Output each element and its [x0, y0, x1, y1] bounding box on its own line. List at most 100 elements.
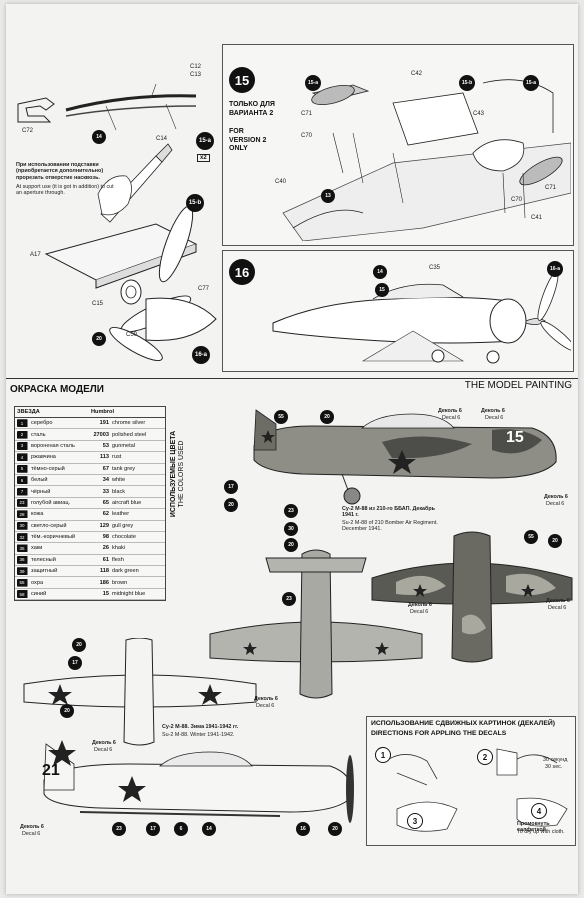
color-name-ru: охра	[31, 579, 44, 586]
part-label: C77	[198, 286, 210, 292]
color-name-ru: тёмно-серый	[31, 465, 65, 472]
decal-step-3: 3	[407, 813, 423, 829]
humbrol-code: 98	[102, 534, 109, 541]
color-name-ru: тём.-коричневый	[31, 534, 76, 541]
step-15-title-en: FOR VERSION 2 ONLY	[229, 128, 267, 152]
part-label: C71	[545, 185, 557, 191]
color-name-en: chocolate	[112, 534, 136, 541]
paint-badge: 13	[321, 189, 335, 203]
humbrol-code: 61	[102, 556, 109, 563]
step-tag-16a: 16-a	[192, 346, 210, 364]
painting-title-en: THE MODEL PAINTING	[464, 380, 572, 391]
stand-note-en: At support use (it is got in addition) t…	[16, 184, 114, 197]
star-marker: 2	[16, 430, 28, 439]
color-name-en: midnight blue	[112, 591, 146, 598]
part-label: C42	[411, 71, 423, 77]
part-label: C71	[301, 111, 313, 117]
scheme1-caption-ru: Су-2 М-88 из 210-го ББАП. Декабрь 1941 г…	[342, 506, 435, 519]
paint-badge: 20	[60, 704, 74, 718]
decal-directions-title-en: DIRECTIONS FOR APPLING THE DECALS	[371, 730, 507, 737]
decal-directions-panel: ИСПОЛЬЗОВАНИЕ СДВИЖНЫХ КАРТИНОК (ДЕКАЛЕЙ…	[366, 716, 576, 846]
part-label: C70	[511, 197, 523, 203]
step-16-panel: 16 C35 14 15 16-a	[222, 250, 574, 372]
decal-label-ru: Деколь 6	[20, 824, 44, 830]
soak-time-ru: 30 секунд	[543, 757, 568, 763]
paint-badge: 20	[320, 410, 334, 424]
soak-time-en: 30 sec.	[545, 764, 563, 770]
step-tag-15b: 15-b	[186, 194, 204, 212]
color-name-ru: вороненая сталь	[31, 442, 75, 449]
color-name-en: white	[112, 477, 126, 484]
decal-step-2: 2	[477, 749, 493, 765]
humbrol-code: 53	[102, 442, 109, 449]
color-name-ru: белый	[31, 477, 48, 484]
humbrol-code: 34	[102, 477, 109, 484]
humbrol-code: 62	[102, 511, 109, 518]
scheme1-bottom-view	[209, 549, 423, 699]
star-marker: 32	[16, 533, 28, 542]
humbrol-code: 33	[102, 488, 109, 495]
step-15-panel: 15 ТОЛЬКО ДЛЯ ВАРИАНТА 2 FOR VERSION 2 O…	[222, 44, 574, 246]
parts-drawing-top-left	[17, 83, 217, 362]
star-marker: 30	[16, 521, 28, 530]
part-label: A17	[30, 252, 41, 258]
color-name-ru: синий	[31, 591, 47, 598]
section-divider	[6, 378, 578, 379]
humbrol-code: 27003	[93, 431, 109, 438]
header-humbrol: Humbrol	[91, 409, 114, 415]
paint-badge: 20	[328, 822, 342, 836]
paint-badge: 55	[274, 410, 288, 424]
dry-note-en: To dry up with cloth.	[517, 829, 565, 835]
color-name-en: brown	[112, 579, 128, 586]
star-marker: 36	[16, 555, 28, 564]
paint-badge: 16	[296, 822, 310, 836]
star-marker: 1	[16, 419, 28, 428]
decal-label-ru: Деколь 6	[438, 408, 462, 414]
decal-label-en: Decal 6	[22, 831, 41, 837]
star-marker: 5	[16, 464, 28, 473]
color-name-en: khaki	[112, 545, 126, 552]
decal-label-ru: Деколь 6	[546, 598, 570, 604]
paint-badge: 15	[375, 283, 389, 297]
step-15-drawing	[282, 79, 571, 241]
humbrol-code: 191	[99, 420, 109, 427]
scheme2-caption-en: Su-2 M-88. Winter 1941-1942.	[162, 732, 235, 738]
star-marker: 58	[16, 590, 28, 599]
multiplier-box: x2	[197, 154, 210, 162]
decal-label-en: Decal 6	[442, 415, 461, 421]
decal-label-ru: Деколь 6	[92, 740, 116, 746]
color-name-en: tank grey	[112, 465, 136, 472]
part-label: C40	[275, 179, 287, 185]
color-name-en: flesh	[112, 556, 124, 563]
step-tag-15a: 15-a	[196, 132, 214, 150]
paint-badge: 55	[524, 530, 538, 544]
step-16-drawing	[272, 271, 571, 364]
scheme2-caption-ru: Су-2 М-88. Зима 1941-1942 гг.	[162, 724, 239, 730]
star-marker: 23	[16, 498, 28, 507]
header-star: ЗВЕЗДА	[17, 409, 40, 415]
color-name-ru: хаки	[31, 545, 43, 552]
color-name-ru: защитный	[31, 568, 58, 575]
scheme1-top-view	[371, 531, 573, 663]
star-marker: 4	[16, 453, 28, 462]
color-name-en: gunmetal	[112, 442, 136, 449]
scheme1-caption-en: Su-2 M-88 of 210 Bomber Air Regiment. De…	[342, 520, 438, 533]
part-label: C43	[473, 111, 485, 117]
part-label: C72	[22, 128, 34, 134]
step-tag: 15-b	[459, 75, 475, 91]
paint-badge: 23	[282, 592, 296, 606]
scheme2-side-view	[43, 740, 354, 823]
decal-label-en: Decal 6	[410, 609, 429, 615]
decal-label-ru: Деколь 6	[254, 696, 278, 702]
color-name-ru: светло-серый	[31, 522, 67, 529]
step-tag: 16-a	[547, 261, 563, 277]
